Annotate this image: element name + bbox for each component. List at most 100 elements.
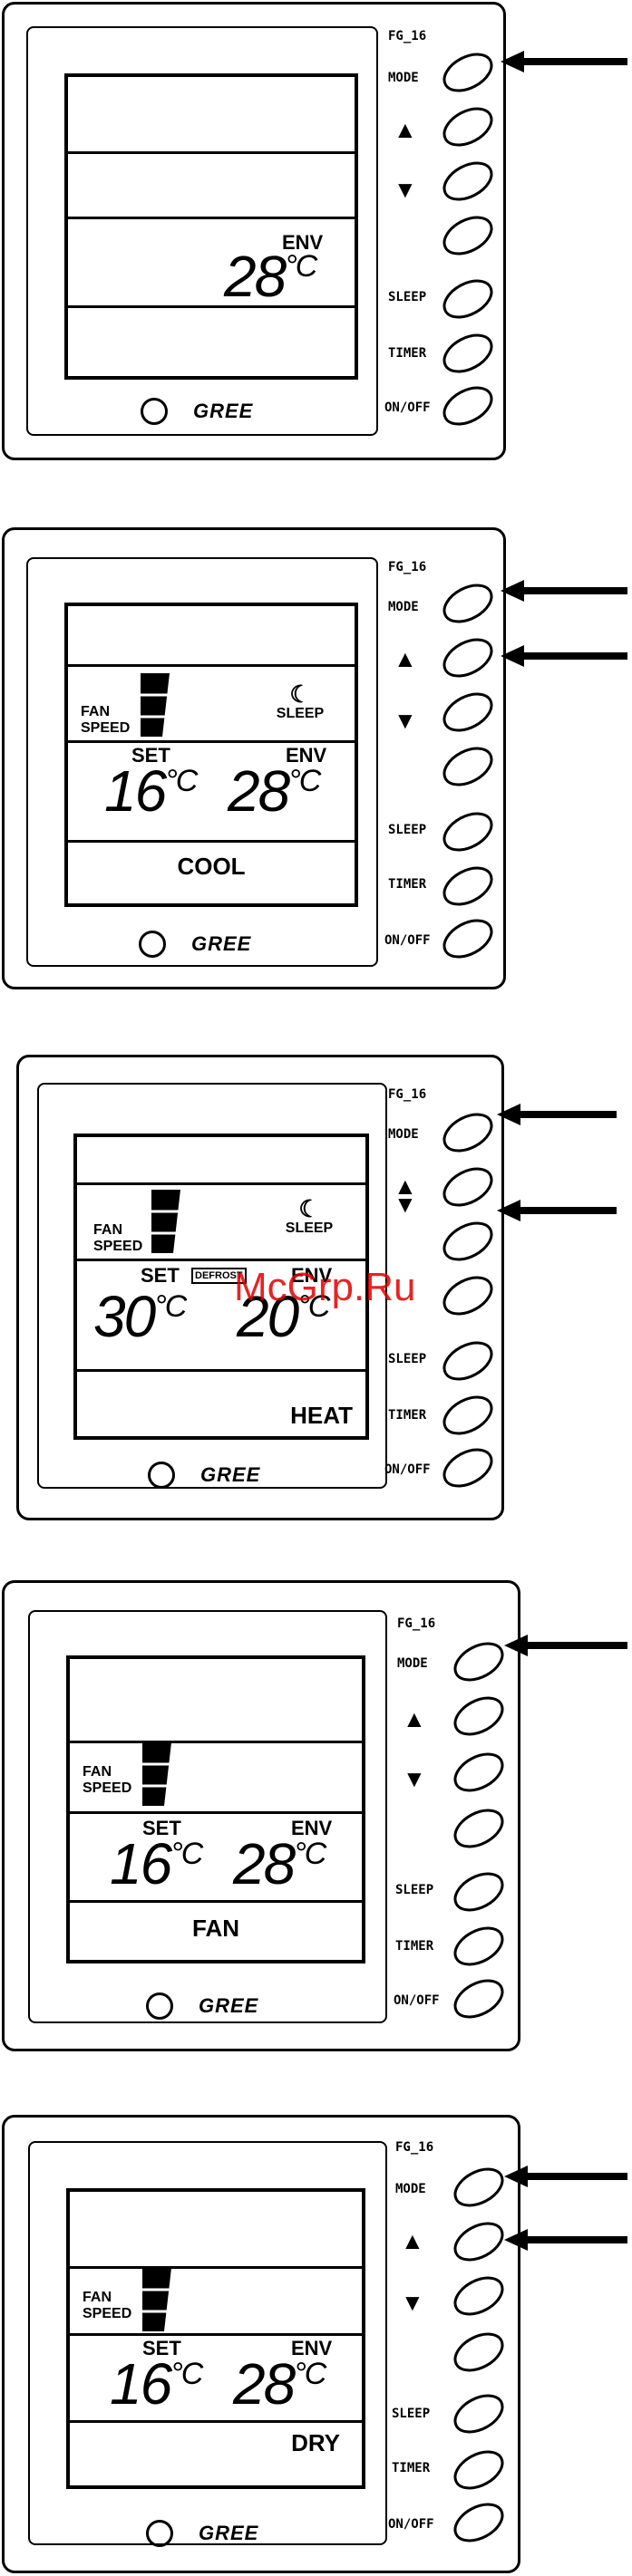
lcd-divider	[68, 217, 355, 219]
set-label: SET	[141, 1264, 180, 1287]
up-button[interactable]	[438, 632, 497, 683]
lcd-divider	[68, 664, 355, 667]
timer-button-label: TIMER	[392, 2461, 431, 2475]
lcd-divider	[77, 1369, 365, 1372]
brand-logo: GREE	[146, 1992, 327, 2029]
sleep-button-label: SLEEP	[395, 1883, 434, 1897]
set-label: SET	[142, 2337, 181, 2359]
button-column-2	[438, 578, 497, 964]
lcd-divider	[68, 840, 355, 843]
timer-button[interactable]	[438, 328, 497, 379]
onoff-button[interactable]	[438, 1442, 497, 1493]
button-column-4	[449, 1636, 508, 2024]
env-label: ENV	[282, 231, 324, 254]
env-label: ENV	[291, 1817, 333, 1839]
mode-button[interactable]	[449, 1636, 508, 1687]
sleep-button[interactable]	[438, 1336, 497, 1386]
brand-logo: GREE	[141, 398, 322, 434]
lcd-divider	[70, 1900, 362, 1903]
model-label: FG_16	[395, 2140, 434, 2155]
controller-panel-1: ENV 28°C GREE	[2, 2, 506, 460]
down-button[interactable]	[449, 1747, 508, 1798]
sleep-button[interactable]	[449, 1867, 508, 1917]
down-button[interactable]	[449, 2271, 508, 2321]
down-button[interactable]	[438, 687, 497, 738]
env-temperature: 20°C	[237, 1284, 330, 1349]
up-button[interactable]	[449, 2216, 508, 2267]
onoff-button[interactable]	[449, 2497, 508, 2548]
sensor-circle	[148, 1462, 175, 1489]
sleep-button[interactable]	[438, 806, 497, 857]
set-temperature: 16°C	[110, 1831, 203, 1896]
blank-button[interactable]	[449, 1803, 508, 1854]
mode-pointer-arrow	[504, 1635, 627, 1656]
mode-button[interactable]	[438, 578, 497, 629]
button-column-3	[438, 1107, 497, 1493]
mode-button-label: MODE	[388, 71, 419, 85]
timer-button[interactable]	[438, 861, 497, 912]
env-temperature: 28°C	[224, 244, 317, 309]
onoff-button[interactable]	[438, 381, 497, 431]
model-label: FG_16	[388, 560, 427, 574]
onoff-button-label: ON/OFF	[388, 2517, 434, 2532]
sleep-button-label: SLEEP	[388, 1352, 427, 1366]
timer-button-label: TIMER	[388, 346, 427, 361]
mode-button-label: MODE	[397, 1656, 428, 1671]
timer-button[interactable]	[449, 1921, 508, 1972]
sensor-circle	[146, 2520, 173, 2547]
up-button[interactable]	[449, 1691, 508, 1741]
sleep-button-label: SLEEP	[388, 823, 427, 837]
sensor-circle	[139, 931, 166, 958]
env-label: ENV	[291, 2337, 333, 2359]
model-label: FG_16	[388, 29, 427, 43]
mode-label: DRY	[291, 2429, 340, 2456]
blank-button[interactable]	[438, 210, 497, 261]
mode-pointer-arrow	[501, 580, 627, 602]
up-arrow-icon: ▲	[394, 1172, 417, 1200]
onoff-button[interactable]	[449, 1973, 508, 2024]
mode-button-label: MODE	[388, 1127, 419, 1142]
env-temperature: 28°C	[233, 1831, 326, 1896]
display-bezel	[26, 26, 378, 436]
sleep-button[interactable]	[449, 2388, 508, 2439]
mode-pointer-arrow	[501, 51, 627, 72]
brand-logo-text: GREE	[199, 2522, 259, 2544]
lcd-divider	[70, 2333, 362, 2336]
brand-logo: GREE	[146, 2520, 327, 2556]
blank-button[interactable]	[438, 1270, 497, 1321]
down-button[interactable]	[438, 156, 497, 207]
mode-button[interactable]	[449, 2162, 508, 2213]
set-label: SET	[131, 744, 170, 767]
timer-button[interactable]	[438, 1390, 497, 1441]
onoff-button-label: ON/OFF	[384, 1462, 431, 1477]
up-button[interactable]	[438, 101, 497, 152]
sleep-button[interactable]	[438, 274, 497, 324]
sleep-indicator: ☾SLEEP	[273, 682, 327, 722]
env-temperature: 28°C	[228, 758, 321, 824]
mode-button[interactable]	[438, 47, 497, 98]
lcd-divider	[70, 2266, 362, 2269]
down-arrow-icon: ▼	[394, 707, 417, 734]
onoff-button[interactable]	[438, 913, 497, 964]
env-temperature: 28°C	[233, 2351, 326, 2417]
down-button[interactable]	[438, 1216, 497, 1267]
up-button[interactable]	[438, 1162, 497, 1212]
display-bezel	[28, 1610, 387, 2023]
set-temperature: 30°C	[93, 1284, 187, 1349]
mode-button[interactable]	[438, 1107, 497, 1158]
blank-button[interactable]	[438, 741, 497, 792]
blank-button[interactable]	[449, 2327, 508, 2378]
timer-button[interactable]	[449, 2445, 508, 2495]
defrost-indicator: DEFROST	[191, 1268, 247, 1284]
down-arrow-icon: ▼	[401, 2289, 424, 2316]
button-column-5	[449, 2162, 508, 2548]
